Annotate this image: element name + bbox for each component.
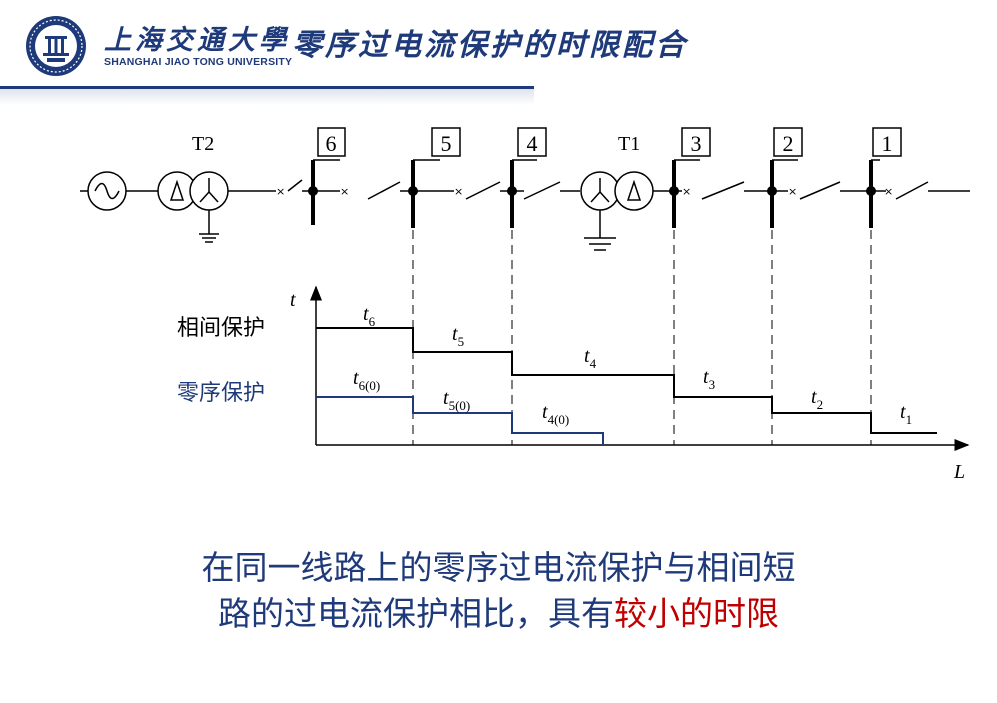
phase-time-t6: t6	[363, 303, 376, 329]
bus-5	[408, 159, 440, 228]
transformer-t1-icon	[580, 171, 674, 251]
zero-seq-label: 零序保护	[177, 381, 265, 406]
bus-4	[507, 159, 537, 228]
svg-text:×: ×	[340, 185, 349, 198]
caption: 在同一线路上的零序过电流保护与相间短 路的过电流保护相比，具有较小的时限	[0, 545, 997, 637]
phase-time-t2: t2	[811, 386, 823, 412]
phase-protection-step-line	[316, 327, 937, 434]
svg-text:×: ×	[276, 185, 285, 198]
protection-box-6: 6	[317, 127, 346, 157]
title-underline-shadow	[0, 89, 534, 105]
title-underline	[0, 86, 534, 89]
zero-seq-time-t4: t4(0)	[542, 401, 569, 427]
line-section-t2-bus6: ×	[228, 179, 313, 198]
protection-box-4: 4	[517, 127, 547, 157]
phase-protection-label: 相间保护	[177, 316, 265, 341]
svg-text:1: 1	[882, 131, 893, 156]
university-seal-icon	[26, 16, 86, 76]
x-axis-label: L	[953, 461, 965, 483]
caption-line-2: 路的过电流保护相比，具有较小的时限	[0, 591, 997, 637]
caption-line-2-text: 路的过电流保护相比，具有	[218, 594, 614, 633]
zero-seq-time-t5: t5(0)	[443, 387, 470, 413]
generator-icon	[80, 171, 158, 211]
phase-time-t5: t5	[452, 323, 464, 349]
caption-line-1: 在同一线路上的零序过电流保护与相间短	[201, 548, 796, 587]
svg-text:5: 5	[441, 131, 452, 156]
svg-text:×: ×	[682, 185, 691, 198]
svg-text:2: 2	[783, 131, 794, 156]
line-section-4-t1	[512, 181, 580, 200]
svg-text:×: ×	[788, 185, 797, 198]
bus-1	[866, 159, 880, 228]
protection-box-2: 2	[773, 127, 803, 157]
transformer-t1-label: T1	[618, 133, 640, 155]
line-section-1-end: ×	[871, 181, 970, 200]
protection-box-3: 3	[681, 127, 711, 157]
phase-time-t4: t4	[584, 345, 597, 371]
phase-time-t3: t3	[703, 366, 715, 392]
svg-text:×: ×	[454, 185, 463, 198]
line-section-5-4: ×	[413, 181, 512, 200]
line-section-2-1: ×	[772, 181, 871, 200]
phase-time-t1: t1	[900, 401, 912, 427]
university-name-cn: 上海交通大學	[104, 25, 290, 56]
caption-highlight: 较小的时限	[614, 594, 779, 633]
protection-box-5: 5	[431, 127, 461, 157]
zero-seq-step-line	[316, 396, 604, 445]
svg-text:6: 6	[326, 131, 337, 156]
bus-6	[308, 159, 340, 225]
svg-text:3: 3	[691, 131, 702, 156]
slide-title: 零序过电流保护的时限配合	[292, 28, 688, 63]
zero-seq-time-t6: t6(0)	[353, 367, 380, 393]
protection-timing-diagram: T2 × 6 ×	[80, 127, 970, 483]
protection-box-1: 1	[872, 127, 902, 157]
svg-text:×: ×	[884, 185, 893, 198]
line-section-3-2: ×	[674, 181, 772, 200]
svg-text:4: 4	[527, 131, 538, 156]
line-section-6-5: ×	[313, 181, 413, 200]
university-name-en: SHANGHAI JIAO TONG UNIVERSITY	[104, 56, 293, 68]
transformer-t2-icon	[157, 171, 229, 243]
transformer-t2-label: T2	[192, 133, 214, 155]
y-axis-label: t	[290, 289, 296, 311]
